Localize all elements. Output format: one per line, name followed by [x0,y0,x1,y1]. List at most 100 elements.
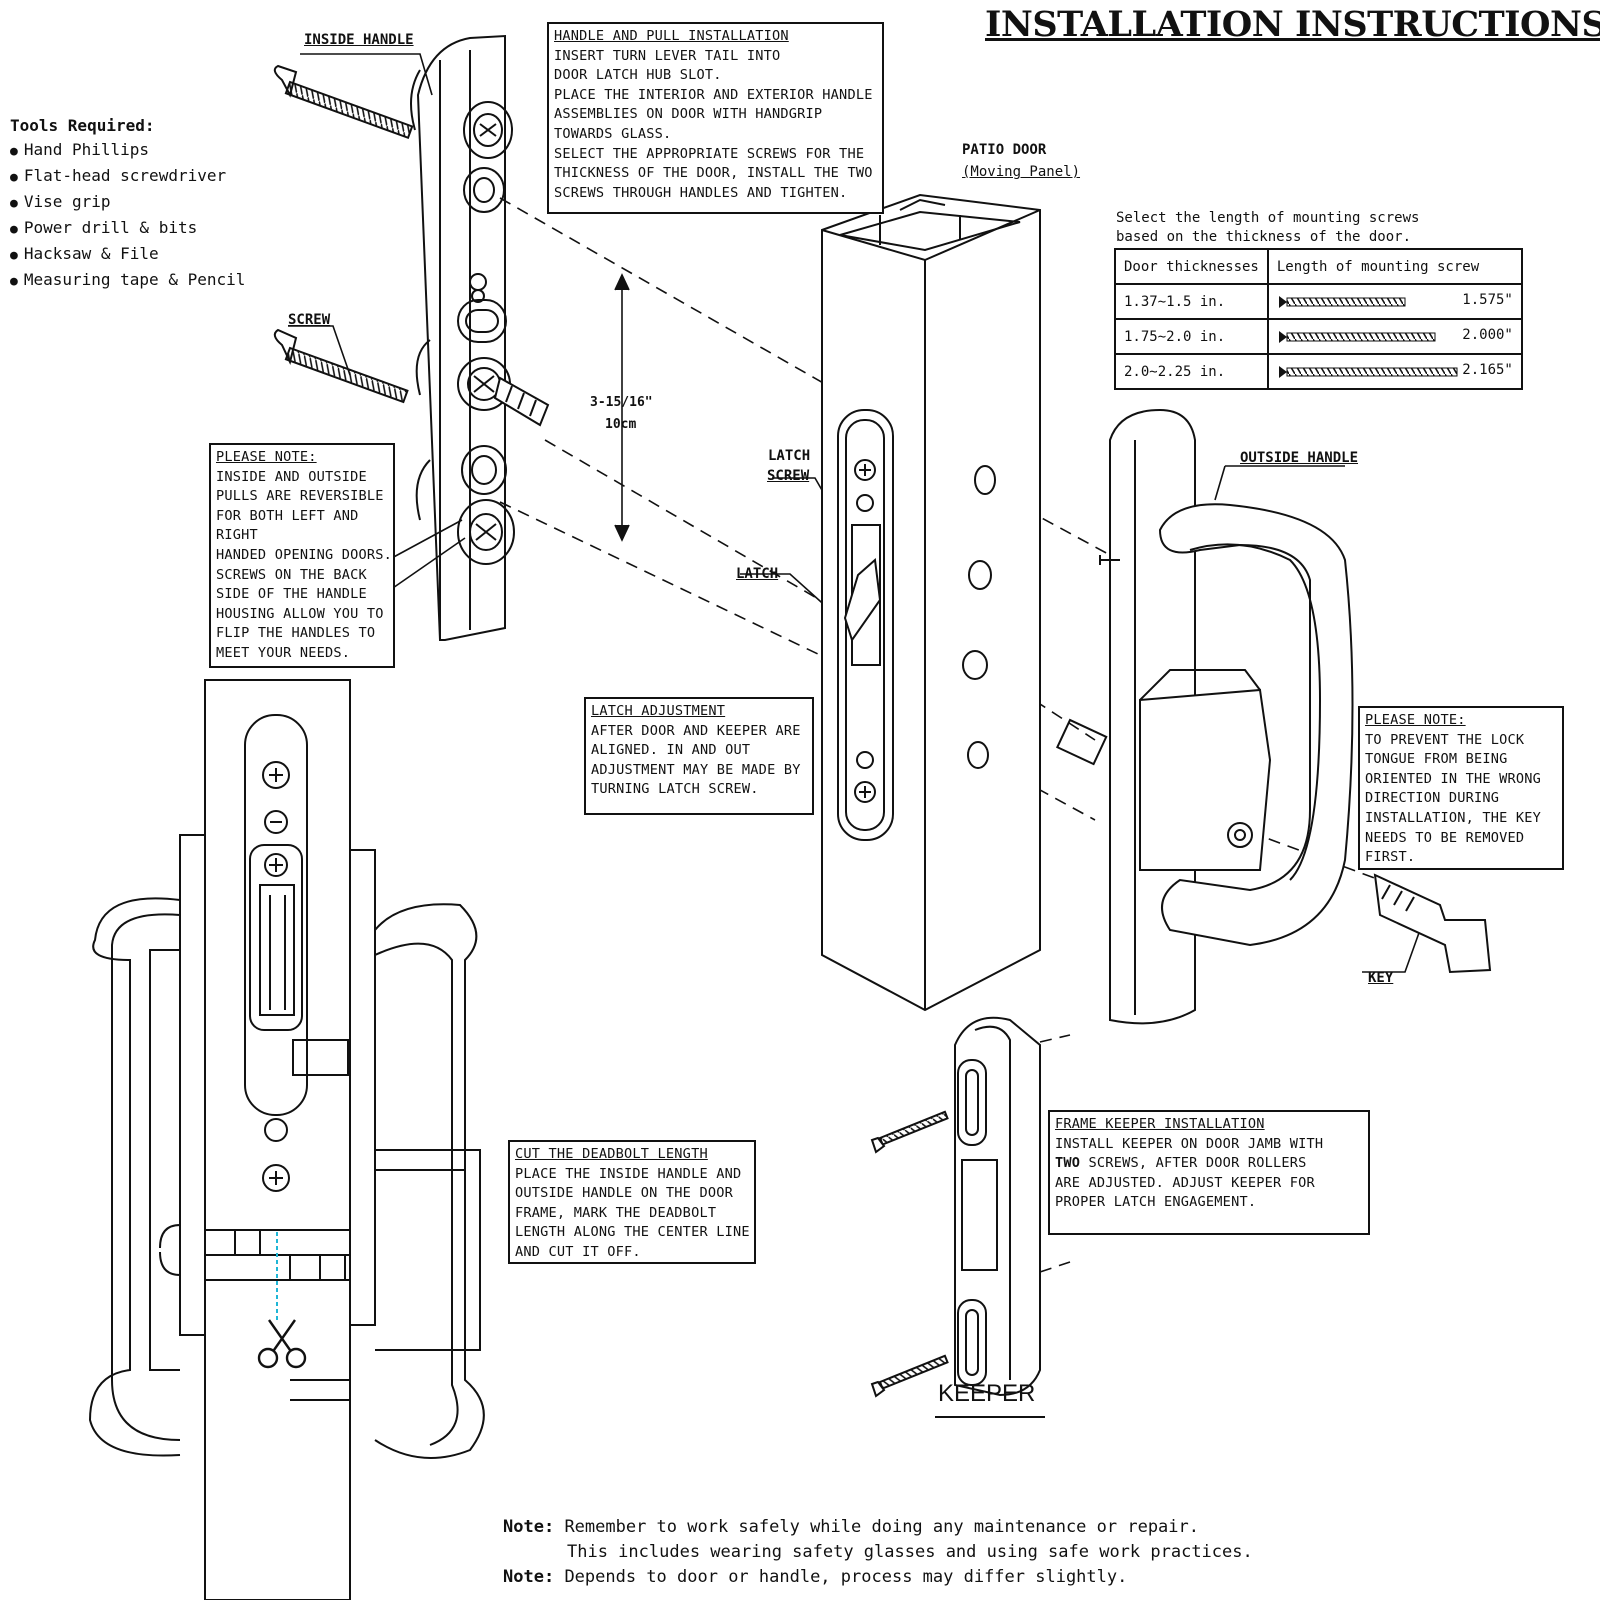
frame-keeper-note: FRAME KEEPER INSTALLATION INSTALL KEEPER… [1048,1110,1370,1235]
label-screw: SCREW [288,312,331,328]
note-text: Remember to work safely while doing any … [564,1517,1199,1537]
note-line: OUTSIDE HANDLE ON THE DOOR [515,1185,733,1202]
label-patio-door: PATIO DOOR [962,142,1047,158]
label-inside-handle: INSIDE HANDLE [304,32,414,48]
bold-word: TWO [1055,1155,1081,1172]
latch-adjustment-note: LATCH ADJUSTMENT AFTER DOOR AND KEEPER A… [584,697,814,815]
note-line: TURNING LATCH SCREW. [591,781,759,798]
note-line: ORIENTED IN THE WRONG [1365,770,1542,787]
label-dimension-inches: 3-15/16" [590,395,653,410]
note-line: HANDED OPENING DOORS. [216,546,393,563]
tool-item: Vise grip [10,190,245,216]
note-line: TOWARDS GLASS. [554,125,672,142]
note-line: FOR BOTH LEFT AND [216,507,359,524]
table-cell-thickness: 1.75∼2.0 in. [1114,318,1269,355]
screw-icon [1278,295,1406,308]
note-line: SIDE OF THE HANDLE [216,586,367,603]
label-moving-panel: (Moving Panel) [962,164,1081,180]
note-label: Note: [503,1567,555,1587]
note-line: FRAME, MARK THE DEADBOLT [515,1204,717,1221]
note-line: NEEDS TO BE REMOVED [1365,829,1525,846]
note-label: Note: [503,1517,555,1537]
note-line: ADJUSTMENT MAY BE MADE BY [591,761,801,778]
table-header-row: Door thicknesses Length of mounting scre… [1114,248,1523,285]
patio-door-drawing [821,193,1041,1012]
note-line: PROPER LATCH ENGAGEMENT. [1055,1194,1257,1211]
note-line: AFTER DOOR AND KEEPER ARE [591,722,801,739]
note-line: DOOR LATCH HUB SLOT. [554,67,722,84]
note-line: TO PREVENT THE LOCK [1365,731,1525,748]
screw-length-table: Door thicknesses Length of mounting scre… [1114,248,1523,390]
note-line: SCREWS THROUGH HANDLES AND TIGHTEN. [554,184,848,201]
note-line: HOUSING ALLOW YOU TO [216,605,384,622]
page-title: INSTALLATION INSTRUCTIONS [985,4,1600,45]
screw-table-intro: Select the length of mounting screws bas… [1116,209,1419,247]
note-row: Note: Remember to work safely while doin… [503,1515,1253,1540]
table-cell-length: 2.165" [1266,353,1523,390]
table-cell-thickness: 1.37∼1.5 in. [1114,283,1269,320]
note-line: PULLS ARE REVERSIBLE [216,488,384,505]
note-line: TONGUE FROM BEING [1365,751,1508,768]
note-line: INSIDE AND OUTSIDE [216,468,367,485]
handle-installation-note: HANDLE AND PULL INSTALLATION INSERT TURN… [547,22,884,214]
dimension-arrow [614,273,630,542]
screw-icon [1278,365,1458,378]
screw-length-value: 2.000" [1462,327,1513,343]
label-dimension-cm: 10cm [605,417,637,432]
safety-notes: Note: Remember to work safely while doin… [503,1515,1253,1590]
deadbolt-cut-note: CUT THE DEADBOLT LENGTH PLACE THE INSIDE… [508,1140,756,1264]
note-line: AND CUT IT OFF. [515,1243,641,1260]
tools-heading: Tools Required: [10,116,155,135]
screw-table-intro-line: Select the length of mounting screws [1116,210,1420,226]
note-title: FRAME KEEPER INSTALLATION [1055,1116,1265,1132]
label-key: KEY [1368,970,1394,986]
reversible-handles-note: PLEASE NOTE: INSIDE AND OUTSIDE PULLS AR… [209,443,395,668]
note-title: HANDLE AND PULL INSTALLATION [554,28,789,44]
side-view-drawing [88,679,485,1600]
label-latch-screw-line1: LATCH [768,448,811,464]
table-row: 1.75∼2.0 in. 2.000" [1114,318,1523,355]
screw-table-intro-line: based on the thickness of the door. [1116,229,1412,245]
tool-item: Flat-head screwdriver [10,164,245,190]
table-cell-thickness: 2.0∼2.25 in. [1114,353,1269,390]
note-line: LENGTH ALONG THE CENTER LINE [515,1224,750,1241]
table-header: Door thicknesses [1114,248,1269,285]
note-line: MEET YOUR NEEDS. [216,644,351,661]
tool-item: Hacksaw & File [10,242,245,268]
label-outside-handle: OUTSIDE HANDLE [1240,450,1359,466]
screw-icon [1278,330,1436,343]
table-row: 1.37∼1.5 in. 1.575" [1114,283,1523,320]
note-line: SELECT THE APPROPRIATE SCREWS FOR THE [554,145,865,162]
tool-item: Hand Phillips [10,138,245,164]
table-cell-length: 1.575" [1266,283,1523,320]
note-line: ASSEMBLIES ON DOOR WITH HANDGRIP [554,106,823,123]
note-line: RIGHT [216,527,258,544]
note-line: TWO SCREWS, AFTER DOOR ROLLERS [1055,1154,1363,1174]
note-line: INSTALL KEEPER ON DOOR JAMB WITH [1055,1135,1324,1152]
note-line: PLACE THE INSIDE HANDLE AND [515,1165,742,1182]
tools-required-list: Tools Required: Hand Phillips Flat-head … [10,114,245,294]
label-latch: LATCH [736,566,779,582]
screw-length-value: 1.575" [1462,292,1513,308]
note-line: FLIP THE HANDLES TO [216,625,376,642]
note-line: DIRECTION DURING [1365,790,1500,807]
table-cell-length: 2.000" [1266,318,1523,355]
note-line: ARE ADJUSTED. ADJUST KEEPER FOR [1055,1174,1315,1191]
tool-item: Power drill & bits [10,216,245,242]
note-line: SCREWS ON THE BACK [216,566,367,583]
note-line-rest: SCREWS, AFTER DOOR ROLLERS [1080,1155,1307,1172]
note-line: PLACE THE INTERIOR AND EXTERIOR HANDLE [554,86,873,103]
note-line: ALIGNED. IN AND OUT [591,742,751,759]
outside-handle-drawing [1055,408,1492,1025]
note-title: PLEASE NOTE: [1365,712,1466,728]
note-row: Note: Depends to door or handle, process… [503,1565,1253,1590]
screw-length-value: 2.165" [1462,362,1513,378]
note-line: THICKNESS OF THE DOOR, INSTALL THE TWO [554,165,873,182]
key-removal-note: PLEASE NOTE: TO PREVENT THE LOCK TONGUE … [1358,706,1564,870]
note-row: This includes wearing safety glasses and… [503,1540,1253,1565]
note-title: LATCH ADJUSTMENT [591,703,726,719]
note-title: CUT THE DEADBOLT LENGTH [515,1146,708,1162]
note-line: FIRST. [1365,849,1416,866]
note-text: This includes wearing safety glasses and… [567,1542,1253,1562]
